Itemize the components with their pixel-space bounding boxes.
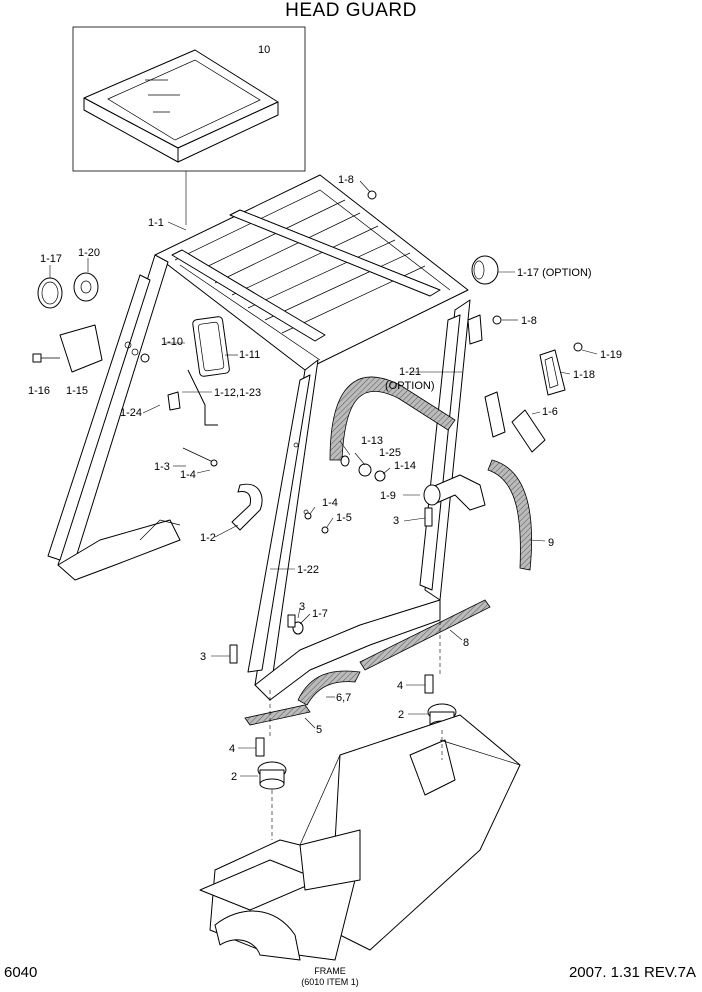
label-1-3: 1-3 (154, 461, 170, 473)
label-1-17: 1-17 (40, 253, 62, 265)
label-8: 8 (463, 637, 469, 649)
label-1-21-option: (OPTION) (385, 380, 435, 392)
label-1-14: 1-14 (394, 460, 416, 472)
label-1-25: 1-25 (379, 447, 401, 459)
label-3-left: 3 (200, 651, 206, 663)
frame-ref-line2: (6010 ITEM 1) (301, 977, 359, 987)
label-1-20: 1-20 (78, 247, 100, 259)
label-1-11: 1-11 (239, 349, 260, 361)
label-2-left: 2 (231, 771, 237, 783)
label-1-22: 1-22 (297, 564, 319, 576)
label-5: 5 (316, 724, 322, 736)
head-guard-frame (47, 174, 471, 701)
grab-handles (329, 376, 532, 571)
small-parts (182, 447, 486, 635)
label-1-18: 1-18 (573, 369, 595, 381)
label-1-19: 1-19 (600, 349, 622, 361)
page-title: HEAD GUARD (285, 0, 417, 21)
frame-ref-line1: FRAME (314, 966, 346, 976)
label-1-16: 1-16 (28, 385, 50, 397)
manual-box (72, 26, 306, 225)
label-1-8-top: 1-8 (338, 174, 354, 186)
label-3-center: 3 (393, 515, 399, 527)
label-3-pillar: 3 (299, 601, 305, 613)
floor-plates (244, 599, 491, 726)
option-lamp-right (367, 190, 502, 345)
page-number: 6040 (4, 964, 38, 981)
label-1-24: 1-24 (120, 407, 142, 419)
label-1-10: 1-10 (161, 336, 183, 348)
callout-labels: 10 1-1 1-8 1-17 1-20 1-17 (OPTION) 1-8 1… (28, 44, 622, 783)
frame-reference: FRAME (6010 ITEM 1) (290, 966, 370, 988)
label-1-9: 1-9 (380, 490, 396, 502)
label-1-17-option: 1-17 (OPTION) (517, 267, 592, 279)
tail-lamp (484, 342, 583, 453)
label-1-8-right: 1-8 (521, 315, 537, 327)
label-6-7: 6,7 (336, 692, 351, 704)
label-1-21: 1-21 (399, 366, 421, 378)
label-1-7: 1-7 (312, 608, 328, 620)
label-4-right: 4 (397, 680, 403, 692)
label-1-4-center: 1-4 (322, 497, 338, 509)
label-1-2: 1-2 (200, 532, 216, 544)
label-4-left: 4 (229, 743, 235, 755)
label-1-15: 1-15 (66, 385, 88, 397)
label-1-6: 1-6 (542, 406, 558, 418)
revision-date: 2007. 1.31 REV.7A (568, 964, 696, 981)
label-9: 9 (548, 537, 554, 549)
leader-lines (49, 180, 598, 840)
label-1-13: 1-13 (361, 435, 383, 447)
truck-frame (199, 714, 521, 961)
label-1-5: 1-5 (336, 512, 352, 524)
label-10: 10 (258, 44, 270, 56)
mirror (140, 316, 230, 426)
label-1-12-1-23: 1-12,1-23 (214, 387, 261, 399)
label-2-right: 2 (398, 709, 404, 721)
label-1-1: 1-1 (148, 217, 164, 229)
work-lamps-left (32, 272, 103, 373)
label-1-4-left: 1-4 (180, 469, 196, 481)
